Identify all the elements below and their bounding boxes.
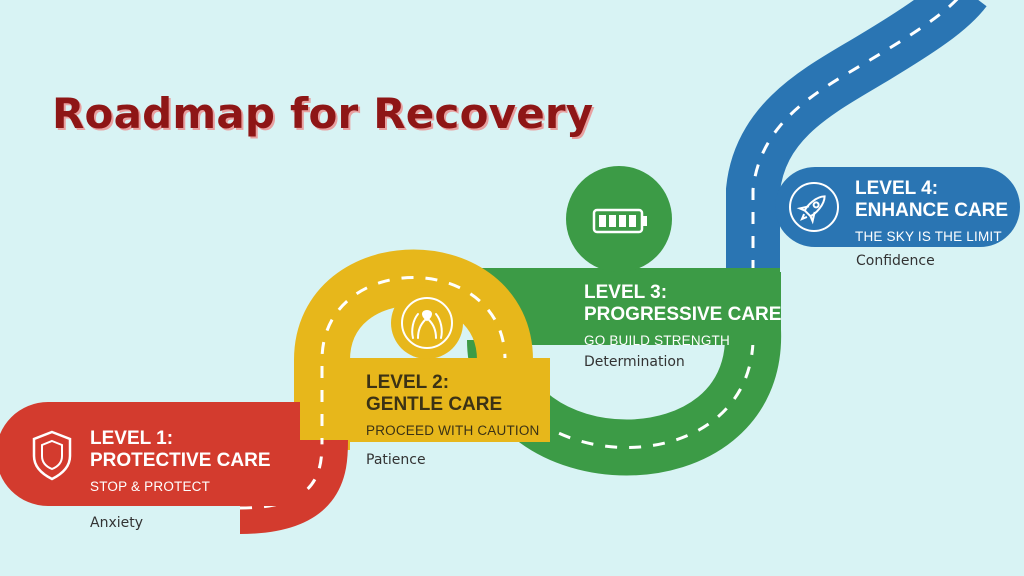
battery-icon	[592, 208, 647, 234]
level-4-icon-badge	[789, 182, 839, 232]
level-1-subtitle: STOP & PROTECT	[90, 479, 211, 494]
level-1-number: LEVEL 1:	[90, 428, 174, 449]
level-2-label: LEVEL 2: GENTLE CARE PROCEED WITH CAUTIO…	[366, 372, 540, 442]
level-1-road	[239, 439, 348, 534]
level-2-emotion: Patience	[366, 452, 426, 468]
level-2-number: LEVEL 2:	[366, 372, 450, 393]
level-3-subtitle: GO BUILD STRENGTH	[584, 333, 730, 348]
level-1-emotion: Anxiety	[90, 515, 144, 531]
level-3-label: LEVEL 3: PROGRESSIVE CARE GO BUILD STREN…	[584, 282, 781, 352]
level-4-name: ENHANCE CARE	[855, 200, 1009, 221]
level-2-road	[294, 249, 533, 450]
level-4-number: LEVEL 4:	[855, 178, 939, 199]
rocket-icon	[796, 195, 826, 225]
level-3-number: LEVEL 3:	[584, 282, 668, 303]
level-1-label: LEVEL 1: PROTECTIVE CARE STOP & PROTECT	[90, 428, 271, 498]
level-3-name: PROGRESSIVE CARE	[584, 304, 782, 325]
shield-icon	[32, 430, 72, 481]
level-1-banner	[0, 402, 300, 506]
level-2-subtitle: PROCEED WITH CAUTION	[366, 423, 540, 438]
level-2-name: GENTLE CARE	[366, 394, 503, 415]
page-title: Roadmap for Recovery	[52, 89, 594, 138]
level-4-label: LEVEL 4: ENHANCE CARE THE SKY IS THE LIM…	[855, 178, 1008, 248]
level-4-road	[726, 0, 987, 272]
level-2-banner	[350, 358, 550, 442]
level-1-name: PROTECTIVE CARE	[90, 450, 271, 471]
level-3-emotion: Determination	[584, 354, 685, 370]
level-4-banner	[775, 167, 1020, 247]
level-4-subtitle: THE SKY IS THE LIMIT	[855, 229, 1002, 244]
level-4-emotion: Confidence	[856, 253, 935, 269]
caring-hands-icon	[411, 310, 443, 339]
level-3-banner	[460, 268, 780, 345]
